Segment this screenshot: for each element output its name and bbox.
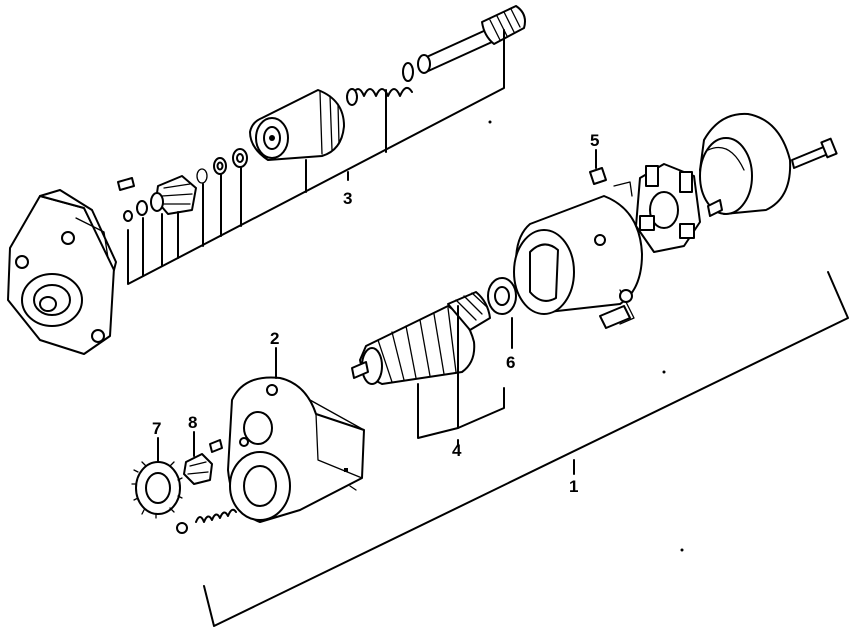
armature (351, 291, 491, 385)
screw (589, 157, 607, 185)
brush-spring (176, 508, 237, 534)
callout-label-7: 7 (152, 419, 161, 438)
callout-bracket-1 (203, 271, 849, 627)
callout-label-2: 2 (270, 329, 279, 348)
overrunning-clutch (249, 89, 345, 161)
yoke-field-frame (513, 195, 643, 329)
gear (131, 457, 183, 519)
commutator-end-frame (227, 376, 365, 523)
mark-dot (680, 548, 684, 552)
callout-label-8: 8 (188, 413, 197, 432)
callout-label-6: 6 (506, 353, 515, 372)
callout-label-4: 4 (452, 441, 462, 460)
callout-label-3: 3 (343, 189, 352, 208)
drive-shaft (417, 5, 526, 74)
callout-bracket-4 (417, 305, 505, 447)
callout-label-1: 1 (569, 477, 578, 496)
washers-and-rings (117, 148, 248, 222)
callout-label-5: 5 (590, 131, 599, 150)
brush-holder (613, 163, 701, 253)
drive-spring (346, 62, 414, 106)
mark-dot (662, 370, 666, 374)
through-bolt (707, 137, 838, 217)
drive-end-housing (7, 189, 117, 355)
bearing (487, 277, 517, 315)
mark-dot (488, 120, 492, 124)
retainer-clip (183, 439, 223, 485)
end-cover (699, 112, 792, 215)
callout-bracket-3 (127, 29, 505, 285)
